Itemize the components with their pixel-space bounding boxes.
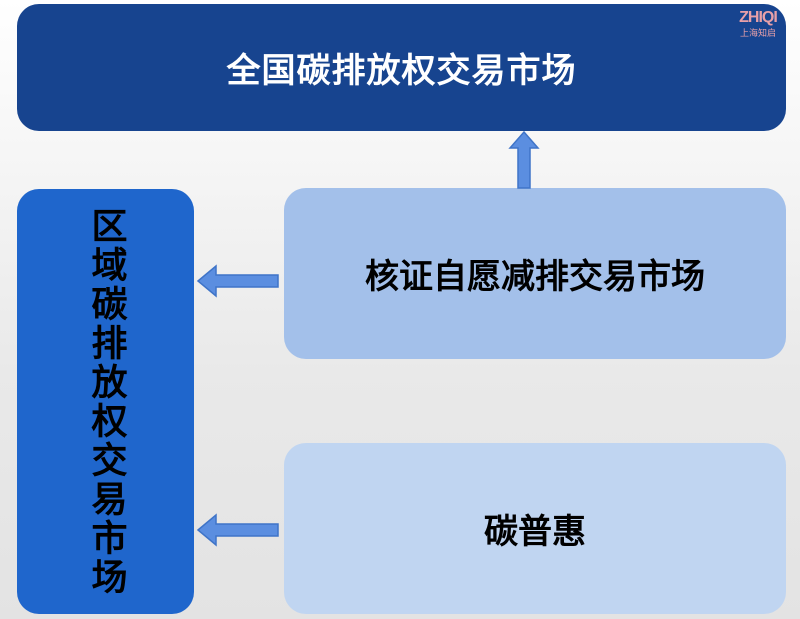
watermark-brand: ZHIQI	[739, 9, 778, 26]
arrow-ccer-to-national	[508, 130, 540, 189]
carbon-inclusion-box: 碳普惠	[284, 443, 786, 614]
arrow-ccer-to-regional	[196, 264, 279, 298]
arrow-carbon-inclusion-to-regional	[196, 513, 279, 547]
ccer-market-label: 核证自愿减排交易市场	[365, 257, 705, 297]
national-market-label: 全国碳排放权交易市场	[226, 51, 577, 91]
ccer-market-box: 核证自愿减排交易市场	[284, 188, 786, 359]
watermark-logo: ZHIQI 上海知启	[728, 8, 788, 48]
national-market-box: 全国碳排放权交易市场	[17, 4, 786, 131]
regional-market-label: 区域碳排放权交易市场	[85, 206, 127, 597]
carbon-inclusion-label: 碳普惠	[484, 512, 586, 552]
regional-market-box: 区域碳排放权交易市场	[17, 189, 194, 614]
watermark-subtitle: 上海知启	[739, 29, 776, 39]
